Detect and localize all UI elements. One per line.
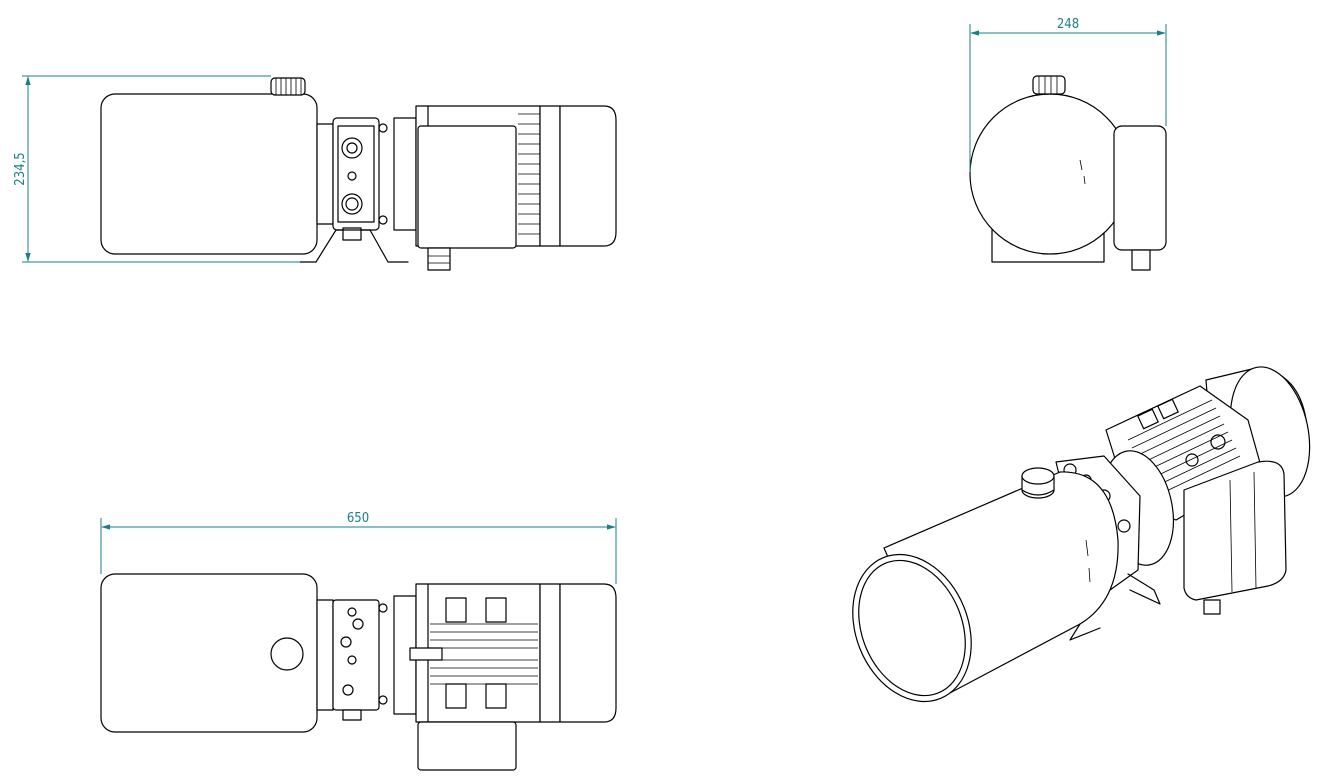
iso-tank-end <box>852 553 972 703</box>
isometric-view <box>852 366 1311 703</box>
tank-flange <box>316 123 334 225</box>
top-valve-block <box>332 599 388 721</box>
electric-motor <box>415 105 617 271</box>
iso-terminal-box <box>1183 460 1287 615</box>
side-cable-gland <box>1131 249 1151 271</box>
top-motor <box>409 583 617 771</box>
terminal-box <box>417 125 517 249</box>
fan-cover <box>559 105 617 247</box>
side-view: 248 <box>969 17 1167 271</box>
top-motor-eyebolt <box>409 647 443 661</box>
front-view: 234,5 <box>13 75 617 271</box>
iso-tank <box>852 471 1119 703</box>
top-view: 650 <box>100 511 617 771</box>
coupling-housing <box>393 117 417 231</box>
length-dimension-label: 650 <box>347 511 369 526</box>
filler-cap <box>270 77 306 96</box>
side-width-dimension-label: 248 <box>1057 17 1079 32</box>
height-dimension-label: 234,5 <box>13 152 28 185</box>
tank-body <box>100 93 318 255</box>
iso-filler-cap <box>1021 467 1055 499</box>
top-flange <box>316 599 334 711</box>
side-filler-cap <box>1032 75 1066 95</box>
side-terminal-box <box>1113 125 1167 251</box>
top-filler-cap <box>270 637 304 671</box>
top-terminal-box <box>417 721 517 771</box>
top-fan-cover <box>559 583 617 723</box>
tank-end-circle <box>969 93 1131 255</box>
mounting-foot <box>299 229 409 263</box>
cable-gland <box>427 247 451 271</box>
valve-block <box>332 117 388 241</box>
